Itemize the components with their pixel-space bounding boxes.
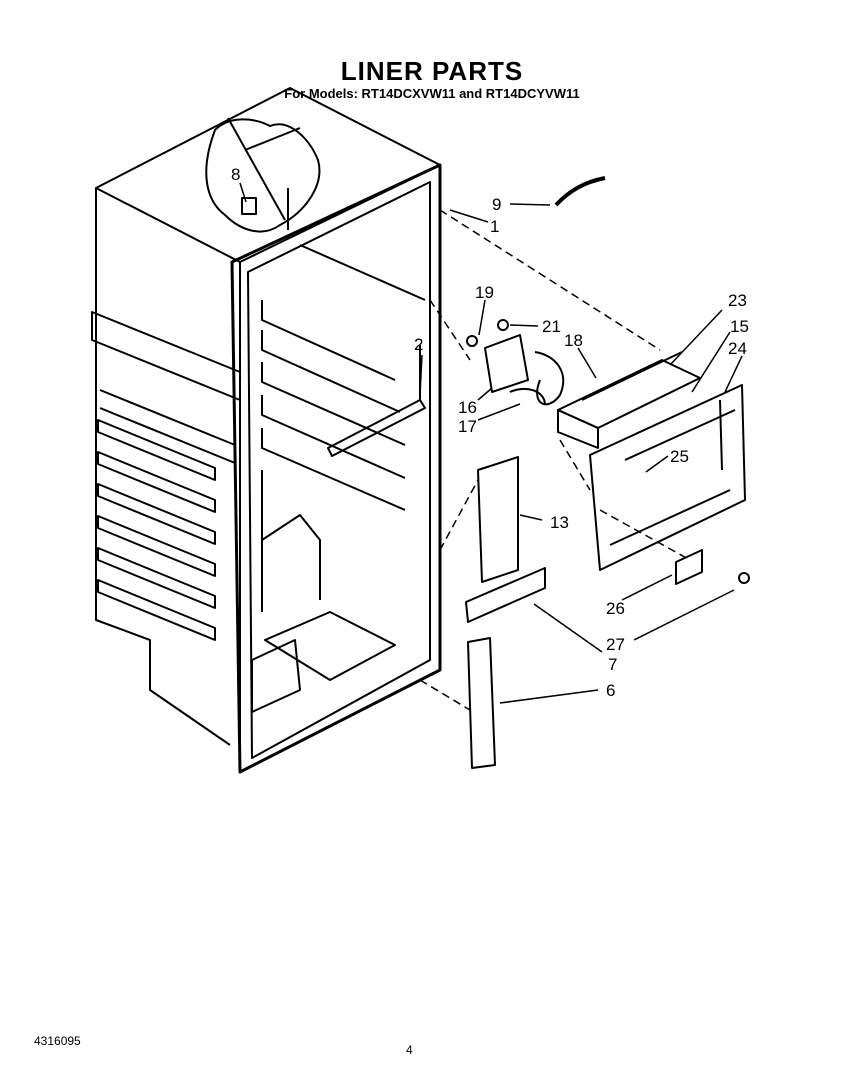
page-number: 4 — [406, 1043, 413, 1057]
leader-lines — [239, 182, 743, 704]
callout-13: 13 — [550, 513, 569, 532]
callout-21: 21 — [542, 317, 561, 336]
document-number: 4316095 — [34, 1034, 81, 1048]
callout-17: 17 — [458, 417, 477, 436]
callout-18: 18 — [564, 331, 583, 350]
callout-26: 26 — [606, 599, 625, 618]
callout-1: 1 — [490, 217, 499, 236]
part-13-duct — [477, 456, 519, 583]
callout-8: 8 — [231, 165, 240, 184]
top-cutaway — [205, 117, 321, 233]
part-24-panel — [589, 384, 746, 571]
model-subtitle: For Models: RT14DCXVW11 and RT14DCYVW11 — [284, 86, 580, 101]
part-16-17-control — [466, 319, 565, 406]
part-6-channel — [467, 637, 496, 769]
part-9-wire — [554, 176, 606, 207]
part-23-grille — [557, 351, 701, 449]
callout-6: 6 — [606, 681, 615, 700]
callout-27: 27 — [606, 635, 625, 654]
callout-24: 24 — [728, 339, 747, 358]
page-title: LINER PARTS — [340, 56, 524, 86]
callout-16: 16 — [458, 398, 477, 417]
part-26-cover — [675, 549, 703, 585]
part-24-details — [609, 399, 736, 546]
callout-9: 9 — [492, 195, 501, 214]
liner-outline — [95, 87, 442, 774]
callout-labels: 8 9 1 19 21 2 18 23 15 24 16 17 25 13 26… — [231, 165, 749, 700]
part-27-plug — [738, 572, 750, 584]
callout-2: 2 — [414, 335, 423, 354]
side-ribs — [91, 311, 241, 641]
part-7-bracket — [465, 567, 546, 623]
callout-19: 19 — [475, 283, 494, 302]
callout-15: 15 — [730, 317, 749, 336]
interior-ribs — [261, 244, 426, 612]
crisper-floor — [251, 514, 396, 713]
callout-25: 25 — [670, 447, 689, 466]
callout-23: 23 — [728, 291, 747, 310]
callout-7: 7 — [608, 655, 617, 674]
assembly-lines — [419, 209, 691, 711]
